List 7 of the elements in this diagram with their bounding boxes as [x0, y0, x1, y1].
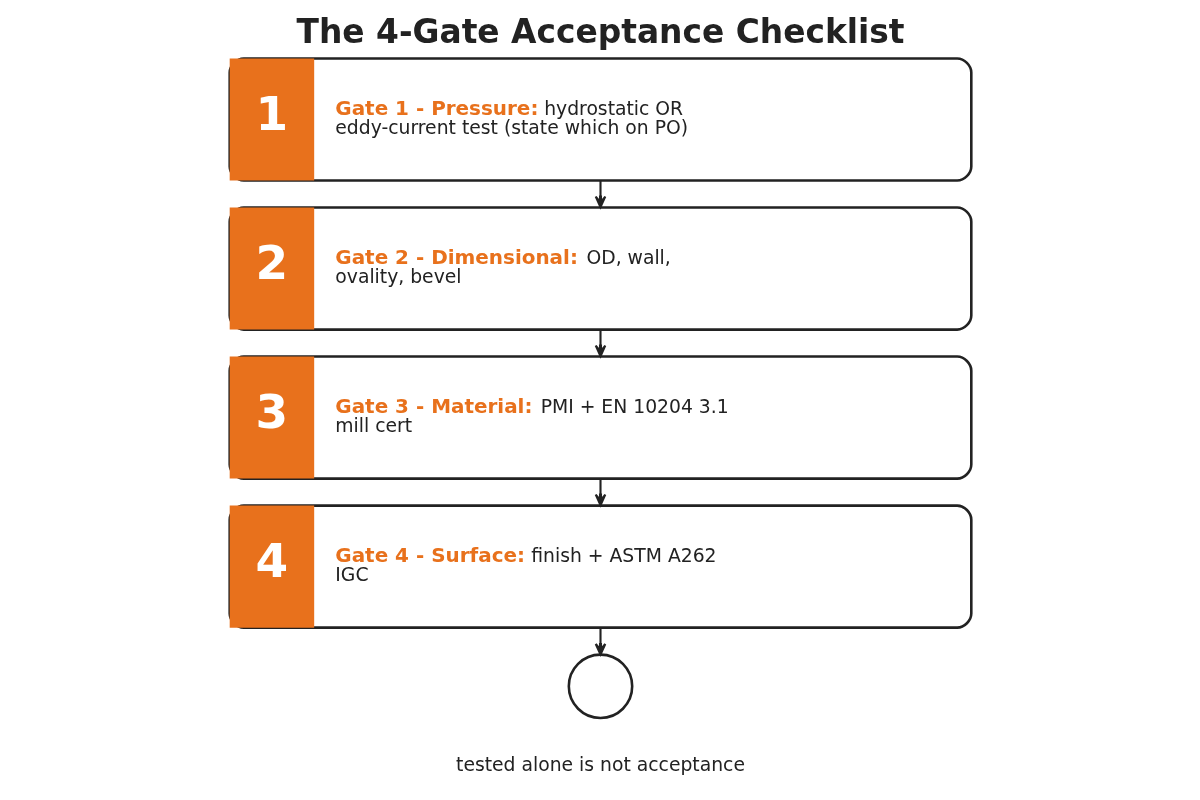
diagram-title: The 4-Gate Acceptance Checklist [296, 12, 904, 51]
arrow [594, 180, 606, 209]
node-label: tested alone is not acceptance [455, 753, 745, 775]
arrow [594, 627, 606, 656]
arrow [594, 478, 606, 507]
arrow [594, 329, 606, 358]
node-circle [567, 653, 633, 720]
